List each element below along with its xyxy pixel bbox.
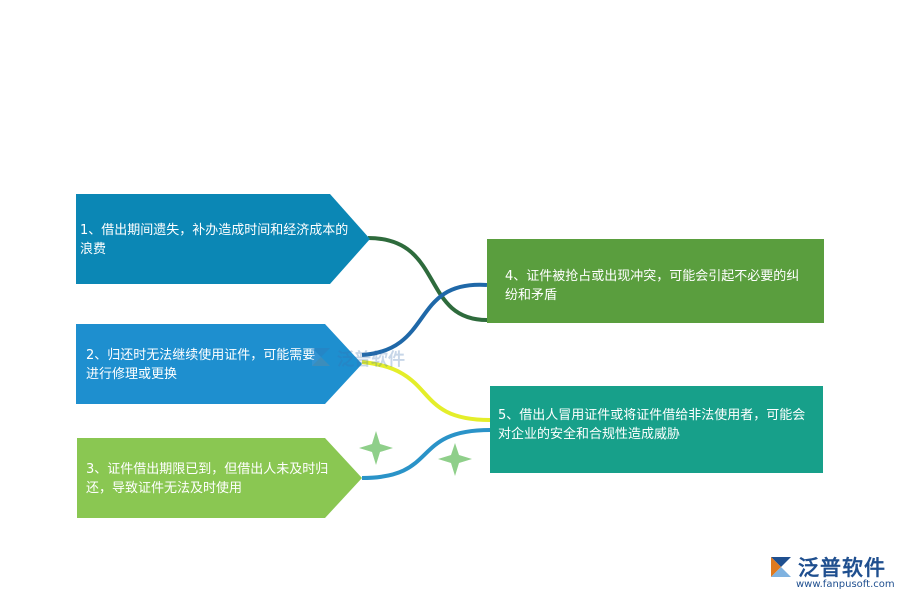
item-text-1: 1、借出期间遗失，补办造成时间和经济成本的浪费 (80, 223, 349, 257)
watermark: 泛普软件 (308, 344, 405, 370)
item-box-3 (77, 438, 362, 518)
brand-logo-icon (771, 557, 791, 577)
item-text-3: 3、证件借出期限已到，但借出人未及时归还，导致证件无法及时使用 (86, 462, 329, 496)
item-text-5: 5、借出人冒用证件或将证件借给非法使用者，可能会对企业的安全和合规性造成威胁 (498, 408, 806, 442)
watermark-logo-icon (312, 348, 330, 366)
sparkle-icon (359, 431, 393, 465)
item-text-4: 4、证件被抢占或出现冲突，可能会引起不必要的纠纷和矛盾 (505, 269, 800, 303)
connector-3-to-5 (361, 428, 491, 480)
item-text-2: 2、归还时无法继续使用证件，可能需要进行修理或更换 (86, 348, 316, 382)
brand-url: www.fanpusoft.com (796, 579, 895, 590)
sparkle-icon (438, 443, 472, 476)
watermark-text: 泛普软件 (337, 349, 405, 370)
connector-2-to-5 (361, 360, 491, 422)
connector-2-to-4 (361, 282, 488, 357)
item-box-5 (490, 386, 823, 473)
brand-logo: 泛普软件 www.fanpusoft.com (768, 552, 895, 596)
item-box-2 (76, 324, 362, 404)
item-box-1 (76, 194, 370, 284)
connector-1-to-4 (367, 236, 488, 322)
brand-name: 泛普软件 (798, 556, 886, 580)
item-box-4 (487, 239, 824, 323)
